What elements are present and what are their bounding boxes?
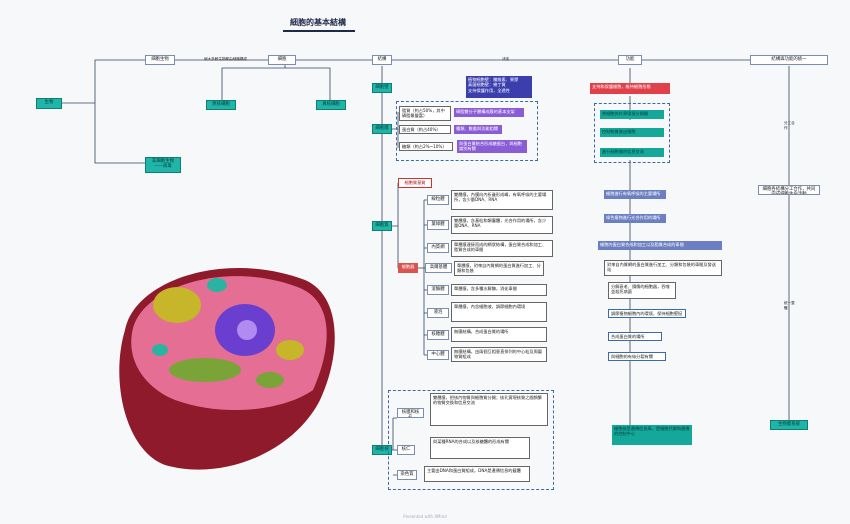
membrane-function-1: 將細胞與外界環境分隔開 <box>600 110 664 119</box>
organelle-chloroplast-desc: 雙層膜，含基粒和類囊體，光合作用的場所，含少量DNA、RNA <box>451 216 553 234</box>
organelle-ribosome[interactable]: 核糖體 <box>427 330 449 340</box>
nucleolus-desc: 與某種RNA的合成以及核糖體的形成有關 <box>430 437 530 459</box>
eukaryote-node[interactable]: 真核細胞 <box>316 100 346 110</box>
chromatin-desc: 主要由DNA和蛋白質組成，DNA是遺傳信息的載體 <box>424 466 530 482</box>
relation-side-label-2: 統一整體 <box>784 301 795 311</box>
organelle-func-4: 對來自內質網的蛋白質進行加工、分類和包裝的車間及發送站 <box>604 260 722 276</box>
membrane-sugar: 糖類（約占2%~10%） <box>399 142 453 151</box>
organelle-func-6: 調節植物細胞內的環境，保持細胞堅挺 <box>608 309 686 318</box>
nucleus-group <box>388 390 554 490</box>
membrane-function-group <box>594 103 670 163</box>
organelle-lysosome[interactable]: 溶酶體 <box>427 285 449 295</box>
organelle-chloroplast[interactable]: 葉綠體 <box>427 220 449 230</box>
cell-illustration <box>119 268 335 470</box>
organelle-er-desc: 單層膜連接而成的網狀結構，蛋白質合成和加工、脂質合成的車間 <box>451 240 553 257</box>
structure-function-edge-label: 決定 <box>502 57 510 61</box>
wall-node[interactable]: 細胞壁 <box>372 83 392 93</box>
nucleus-node[interactable]: 細胞核 <box>372 445 392 455</box>
membrane-sugar-note: 與蛋白質結合形成糖蛋白，與細胞識別有關 <box>457 140 527 153</box>
membrane-lipid-note: 磷脂雙分子層構成膜的基本支架 <box>454 108 524 117</box>
cell-node[interactable]: 細胞 <box>268 55 296 65</box>
organelle-mitochondria[interactable]: 線粒體 <box>427 195 449 205</box>
organelle-vacuole-desc: 單層膜，內含細胞液，調節細胞內環境 <box>451 302 547 322</box>
organelle-er[interactable]: 內質網 <box>427 243 449 253</box>
relation-middle[interactable]: 細胞各結構分工合作，共同完成細胞生命活動 <box>758 185 820 195</box>
membrane-node[interactable]: 細胞膜 <box>372 124 392 134</box>
edge-label: 絕大多數生物都由細胞構成 <box>204 57 248 61</box>
cellular-organism-node[interactable]: 細胞生物 <box>145 55 175 65</box>
relation-side-label-1: 分工合作 <box>784 121 795 131</box>
membrane-function-2: 控制物質進出細胞 <box>600 128 664 137</box>
organelle-func-1: 細胞進行有氧呼吸的主要場所 <box>604 190 666 199</box>
nuclear-envelope-node[interactable]: 核膜和核孔 <box>397 408 424 418</box>
nucleolus-node[interactable]: 核仁 <box>397 445 415 455</box>
acellular-organism-node[interactable]: 非細胞生物——病毒 <box>145 157 181 173</box>
page-title: 細胞的基本結構 <box>290 18 346 27</box>
organelle-vacuole[interactable]: 液泡 <box>427 308 449 318</box>
organelle-func-8: 與細胞的有絲分裂有關 <box>608 352 666 361</box>
biomembrane-system-node[interactable]: 生物膜系統 <box>770 420 808 430</box>
wall-function: 支持和保護細胞，維持細胞形態 <box>590 83 670 94</box>
prokaryote-node[interactable]: 原核細胞 <box>206 100 236 110</box>
membrane-group <box>396 101 538 161</box>
organelle-lysosome-desc: 單層膜，含多種水解酶，消化車間 <box>451 284 547 296</box>
organelle-golgi[interactable]: 高爾基體 <box>425 263 452 273</box>
organelle-golgi-desc: 單層膜，對來自內質網的蛋白質進行加工、分類和包裝 <box>454 261 544 276</box>
organelle-mitochondria-desc: 雙層膜，內膜向內折疊形成嵴，有氧呼吸的主要場所，含少量DNA、RNA <box>451 190 553 210</box>
nuclear-envelope-desc: 雙層膜，把核內物質與細胞質分開；核孔實現核質之間頻繁的物質交換和信息交流 <box>430 393 548 426</box>
structure-node[interactable]: 結構 <box>372 55 392 65</box>
organelle-ribosome-desc: 無膜結構，合成蛋白質的場所 <box>451 327 547 342</box>
membrane-lipid: 脂質（約占50%，其中磷脂最豐富） <box>399 106 451 121</box>
organelle-centrosome[interactable]: 中心體 <box>427 350 449 360</box>
root-node[interactable]: 生物 <box>36 98 62 109</box>
organelle-node[interactable]: 細胞器 <box>398 263 418 273</box>
organelle-func-3: 細胞內蛋白質合成和加工以及脂質合成的車間 <box>598 241 722 250</box>
wall-description: 植物細胞壁：纖維素、果膠真菌細胞壁：幾丁質支持保護作用，全透性 <box>466 76 532 98</box>
relation-node[interactable]: 結構與功能的統一 <box>750 55 828 65</box>
cytoplasm-node[interactable]: 細胞質 <box>372 221 392 231</box>
function-node[interactable]: 功能 <box>618 55 642 65</box>
organelle-func-7: 合成蛋白質的場所 <box>608 332 662 341</box>
footer-watermark: Presented with XMind <box>403 514 447 519</box>
nucleus-function: 細胞核是遺傳信息庫，是細胞代謝和遺傳的控制中心 <box>612 425 692 445</box>
organelle-centrosome-desc: 無膜結構，由兩個互相垂直排列的中心粒及周圍物質組成 <box>451 347 547 362</box>
organelle-func-2: 綠色植物進行光合作用的場所 <box>604 214 666 223</box>
cyto-matrix-node[interactable]: 細胞質基質 <box>398 178 432 188</box>
membrane-function-3: 進行細胞間的信息交流 <box>600 148 664 157</box>
membrane-protein-note: 種類、數量與功能相關 <box>454 125 502 134</box>
title-underline <box>283 30 355 32</box>
organelle-func-5: 分解衰老、損傷的細胞器，吞噬並殺死病菌 <box>608 282 676 299</box>
chromatin-node[interactable]: 染色質 <box>397 470 417 480</box>
membrane-protein: 蛋白質（約占40%） <box>399 125 451 134</box>
